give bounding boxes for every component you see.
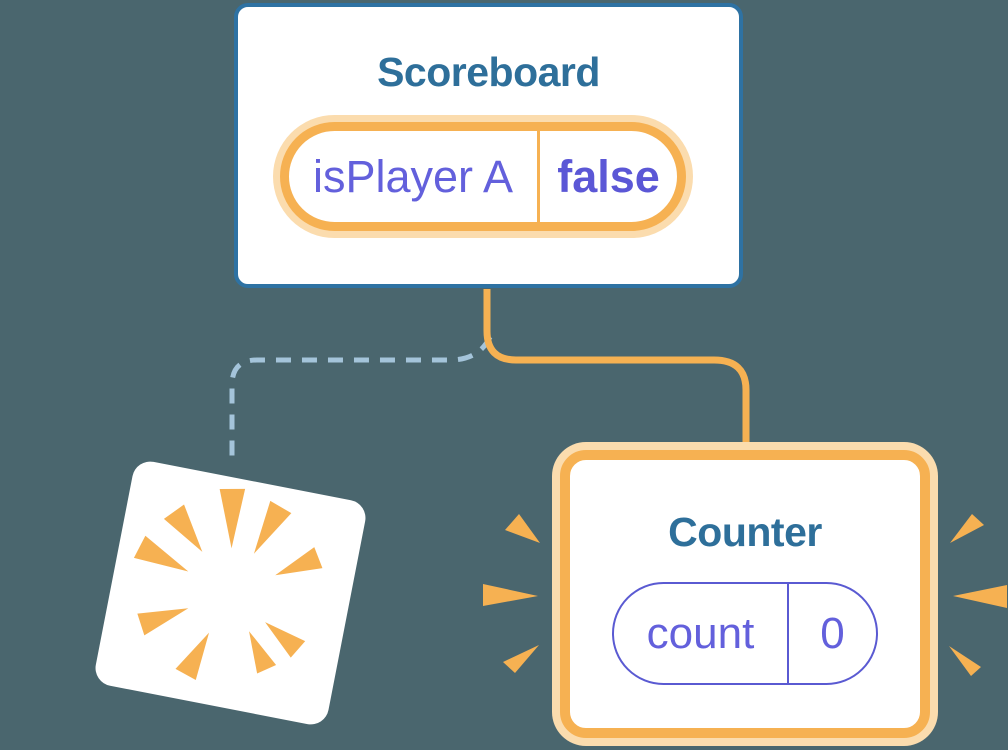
tree-connector-dashed xyxy=(229,335,493,458)
poof-burst-icon xyxy=(133,488,323,680)
counter-state-pill: count 0 xyxy=(612,582,878,685)
scoreboard-title: Scoreboard xyxy=(377,49,600,95)
counter-title: Counter xyxy=(668,509,822,555)
state-name: count xyxy=(646,608,755,658)
state-value: false xyxy=(537,131,677,222)
removed-component-card xyxy=(92,458,369,728)
tree-connector-solid xyxy=(483,289,750,455)
emphasis-rays-left-icon xyxy=(483,514,540,673)
emphasis-rays-right-icon xyxy=(949,514,1007,676)
state-name: isPlayer A xyxy=(312,150,514,202)
state-value: 0 xyxy=(787,584,876,683)
scoreboard-state-pill: isPlayer A false xyxy=(280,122,686,231)
